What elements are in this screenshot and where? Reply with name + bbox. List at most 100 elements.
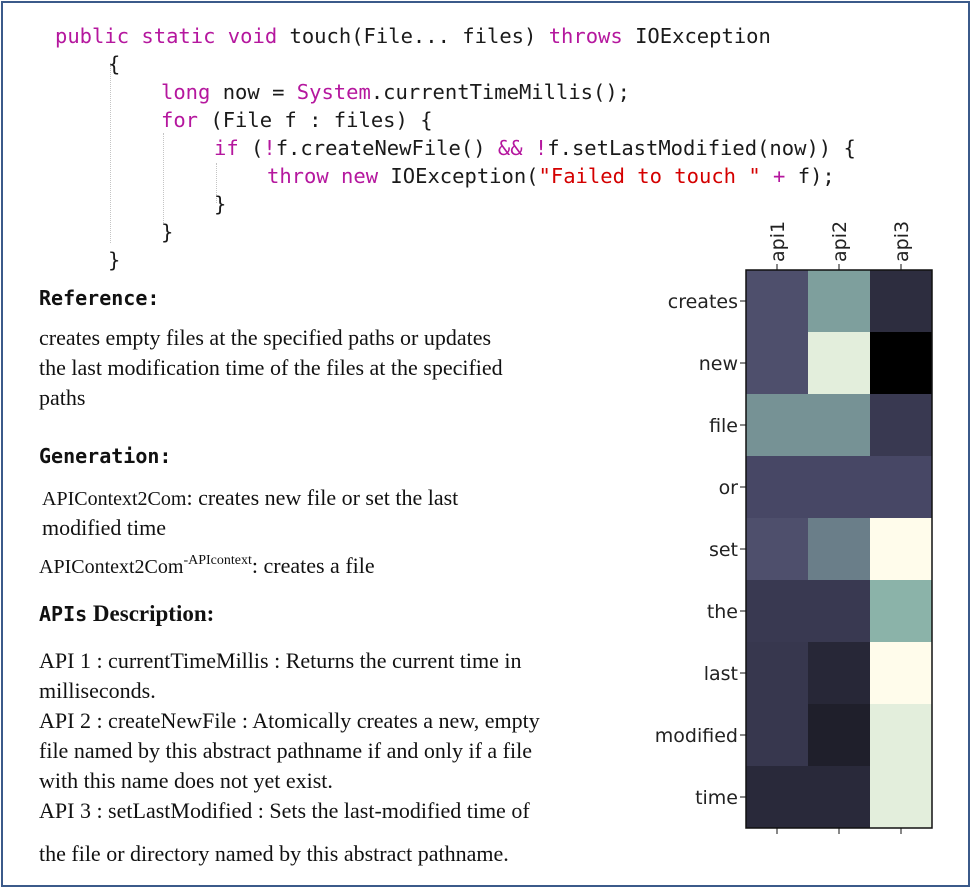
- reference-line: paths: [39, 385, 86, 410]
- indent-guide: [216, 163, 217, 203]
- api-line: API 2 : createNewFile : Atomically creat…: [39, 708, 540, 733]
- heatmap-cell-or-api3: [870, 456, 932, 518]
- heatmap-cell-new-api3: [870, 332, 932, 394]
- heatmap-cell-new-api1: [746, 332, 808, 394]
- code-line: public static void touch(File... files) …: [55, 24, 771, 48]
- indent-guide: [110, 63, 111, 243]
- generation-heading: Generation:: [39, 444, 172, 468]
- api-line: milliseconds.: [39, 678, 156, 703]
- code-token: {: [108, 52, 121, 76]
- heatmap-cell-creates-api3: [870, 270, 932, 332]
- code-line: {: [108, 52, 120, 76]
- model-name: APIContext2Com: [39, 556, 184, 578]
- code-keyword: throws: [548, 24, 636, 48]
- api-line: API 1 : currentTimeMillis : Returns the …: [39, 648, 522, 673]
- code-token: IOException(: [390, 164, 539, 188]
- code-keyword: if: [214, 136, 252, 160]
- heatmap-row-label: modified: [655, 725, 738, 747]
- heatmap-row-label: or: [719, 477, 739, 499]
- code-keyword: !: [263, 136, 276, 160]
- heatmap-cell-time-api3: [870, 766, 932, 828]
- reference-text: creates empty files at the specified pat…: [39, 323, 649, 413]
- code-token: (: [251, 136, 264, 160]
- heatmap-cell-set-api2: [808, 518, 870, 580]
- code-line: }: [108, 248, 120, 272]
- heatmap-cell-file-api2: [808, 394, 870, 456]
- heatmap-cell-file-api3: [870, 394, 932, 456]
- apis-heading: APIs Description:: [39, 601, 214, 627]
- heatmap-row-label: creates: [668, 291, 738, 313]
- heatmap-cell-the-api3: [870, 580, 932, 642]
- code-line: throw new IOException("Failed to touch "…: [267, 164, 835, 188]
- model-name: APIContext2Com: [42, 488, 187, 510]
- api-line: file named by this abstract pathname if …: [39, 738, 533, 763]
- code-line: for (File f : files) {: [161, 108, 433, 132]
- code-token: }: [108, 248, 121, 272]
- code-keyword: for: [161, 108, 211, 132]
- heatmap-cell-modified-api1: [746, 704, 808, 766]
- indent-guide: [163, 133, 164, 223]
- code-token: IOException: [635, 24, 771, 48]
- code-keyword: long: [161, 80, 223, 104]
- heatmap-cell-last-api1: [746, 642, 808, 704]
- heatmap-row-label: last: [704, 663, 738, 685]
- heatmap-row-label: set: [709, 539, 738, 561]
- code-line: long now = System.currentTimeMillis();: [161, 80, 630, 104]
- heatmap-cell-creates-api2: [808, 270, 870, 332]
- reference-heading: Reference:: [39, 286, 160, 310]
- heatmap-cell-last-api3: [870, 642, 932, 704]
- code-line: }: [161, 220, 173, 244]
- code-token: f.createNewFile(): [275, 136, 498, 160]
- code-keyword: && !: [497, 136, 548, 160]
- heatmap-cell-new-api2: [808, 332, 870, 394]
- code-string: "Failed to touch ": [538, 164, 761, 188]
- heatmap-cell-creates-api1: [746, 270, 808, 332]
- code-token: f);: [797, 164, 835, 188]
- reference-line: creates empty files at the specified pat…: [39, 325, 492, 350]
- api-line: with this name does not yet exist.: [39, 768, 333, 793]
- code-keyword: public static void: [55, 24, 290, 48]
- apis-heading-serif: Description:: [87, 601, 215, 626]
- heatmap-row-label: time: [695, 787, 738, 809]
- generation-item-2: APIContext2Com-APIcontext: creates a fil…: [39, 553, 375, 579]
- heatmap-cell-file-api1: [746, 394, 808, 456]
- generation-text: : creates a file: [251, 553, 375, 578]
- heatmap-cell-or-api2: [808, 456, 870, 518]
- heatmap-cell-set-api3: [870, 518, 932, 580]
- heatmap-row-label: new: [699, 353, 738, 375]
- code-token: }: [161, 220, 174, 244]
- heatmap-cell-modified-api2: [808, 704, 870, 766]
- generation-item-1: APIContext2Com: creates new file or set …: [42, 485, 458, 511]
- code-keyword: +: [760, 164, 798, 188]
- heatmap-cell-set-api1: [746, 518, 808, 580]
- model-superscript: -APIcontext: [183, 553, 252, 568]
- code-token: }: [214, 192, 227, 216]
- code-token: .currentTimeMillis();: [370, 80, 631, 104]
- apis-heading-mono: APIs: [39, 602, 88, 626]
- code-token: f.setLastModified(now)) {: [547, 136, 856, 160]
- code-line: }: [214, 192, 226, 216]
- generation-item-1-cont: modified time: [42, 515, 167, 540]
- heatmap-col-label: api3: [891, 221, 913, 262]
- code-token: (File f : files) {: [210, 108, 433, 132]
- heatmap-cell-or-api1: [746, 456, 808, 518]
- code-token: now =: [222, 80, 297, 104]
- heatmap-cell-the-api2: [808, 580, 870, 642]
- code-keyword: System: [296, 80, 371, 104]
- code-line: if (!f.createNewFile() && !f.setLastModi…: [214, 136, 856, 160]
- heatmap-cell-the-api1: [746, 580, 808, 642]
- code-keyword: throw new: [267, 164, 391, 188]
- api-line: the file or directory named by this abst…: [39, 841, 509, 866]
- heatmap-cell-modified-api3: [870, 704, 932, 766]
- code-token: touch(File... files): [289, 24, 549, 48]
- api-line: API 3 : setLastModified : Sets the last-…: [39, 798, 530, 823]
- heatmap-cell-last-api2: [808, 642, 870, 704]
- reference-line: the last modification time of the files …: [39, 355, 503, 380]
- heatmap-cell-time-api1: [746, 766, 808, 828]
- heatmap-row-label: file: [709, 415, 738, 437]
- heatmap-col-label: api2: [829, 221, 851, 262]
- generation-text: : creates new file or set the last: [186, 485, 459, 510]
- heatmap-col-label: api1: [767, 221, 789, 262]
